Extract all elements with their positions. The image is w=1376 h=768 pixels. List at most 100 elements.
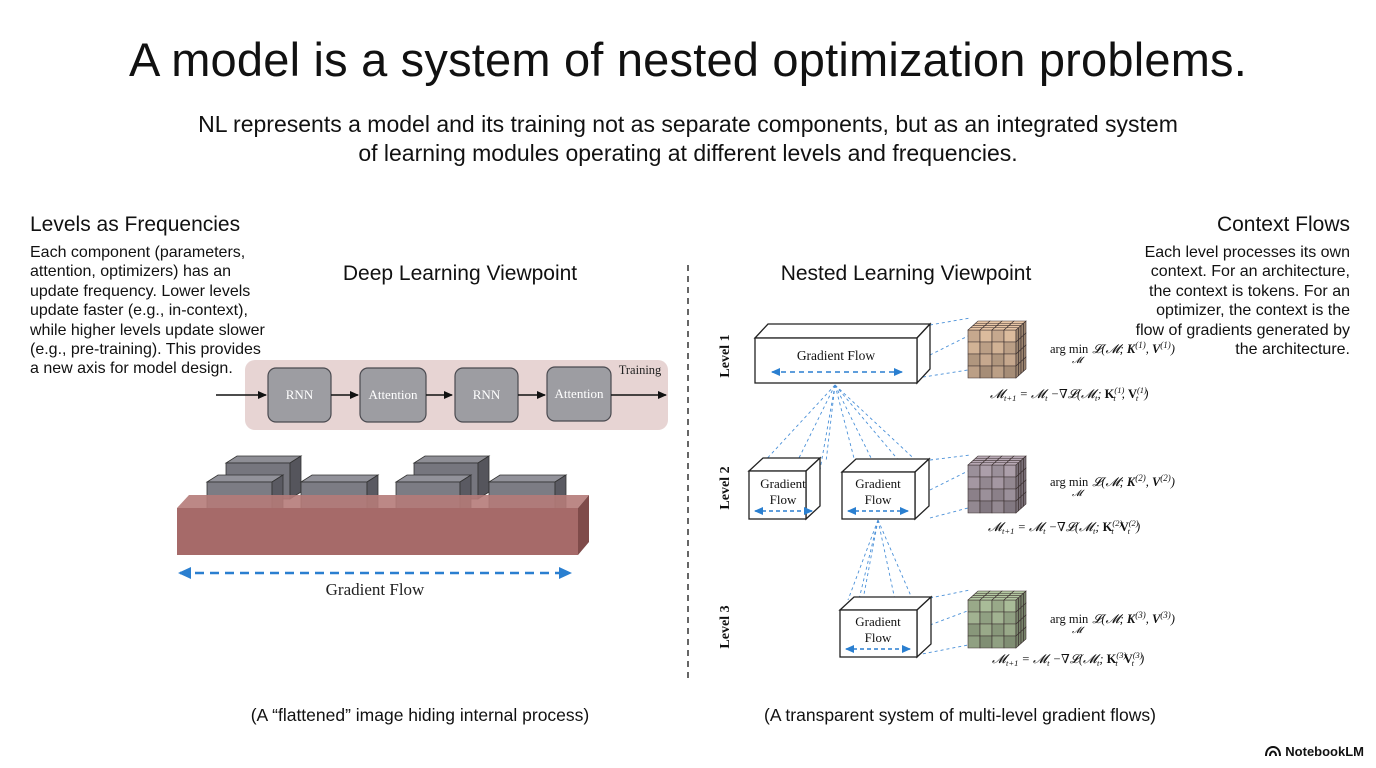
sub-text: t	[1093, 526, 1096, 536]
cube-cell	[979, 365, 993, 379]
cube-cell	[979, 500, 993, 514]
left-panel-body: Each component (parameters, attention, o…	[30, 244, 265, 378]
eq-text: = 𝓜	[1016, 387, 1049, 401]
cube-cell	[991, 635, 1005, 649]
level-2-argmin-sub: 𝓜	[1072, 488, 1085, 498]
argmin-text: arg min	[1050, 475, 1089, 489]
sub-text: t	[1097, 658, 1100, 668]
cube-cell	[1003, 329, 1017, 343]
cube-cell	[967, 329, 981, 343]
cube-cell	[1023, 356, 1027, 372]
sup-text: (2)	[1129, 518, 1139, 528]
brand-mark: NotebookLM	[1265, 744, 1364, 759]
k-text: K	[1105, 387, 1115, 401]
eq-text: = 𝓜	[1018, 652, 1051, 666]
cube-cell	[979, 488, 993, 502]
sep-text: ,	[1122, 387, 1128, 401]
training-label: Training	[619, 363, 662, 377]
cube-cell	[1003, 599, 1017, 613]
cube-cell	[967, 599, 981, 613]
cube-cell	[967, 341, 981, 355]
sup-text: (2)	[1112, 518, 1122, 528]
flattened-stack: Gradient Flow	[177, 455, 589, 599]
cube-cell	[967, 500, 981, 514]
sub-text: t	[1095, 393, 1098, 403]
cube-cell	[991, 500, 1005, 514]
v-text: V	[1124, 652, 1133, 666]
cube-cell	[1015, 498, 1019, 514]
v-text: V	[1120, 520, 1129, 534]
k-text: K	[1126, 342, 1137, 356]
k-text: K	[1107, 652, 1117, 666]
cube-cell	[979, 476, 993, 490]
cube-cell	[979, 611, 993, 625]
cube-cell	[1023, 626, 1027, 642]
cube-cell	[1003, 635, 1017, 649]
sep-text: ,	[1146, 612, 1152, 626]
cube-cell	[1020, 628, 1024, 645]
sup-text: (1)	[1160, 340, 1171, 350]
cube-cell	[967, 623, 981, 637]
grad-text: −∇𝓛(𝓜	[1045, 520, 1097, 534]
cube-cell	[991, 329, 1005, 343]
k-text: K	[1103, 520, 1113, 534]
sup-text: (1)	[1114, 385, 1124, 395]
training-pipeline: Training RNN Attention RNN Attention	[216, 360, 668, 430]
v-text: V	[1152, 342, 1162, 356]
sub-text: t	[1115, 658, 1118, 668]
argmin-text: arg min	[1050, 612, 1089, 626]
cube-cell	[979, 341, 993, 355]
sub-text: t	[1047, 658, 1050, 668]
sub-text: t	[1045, 393, 1048, 403]
notebooklm-logo-icon	[1265, 746, 1282, 757]
level-1-argmin-sub: 𝓜	[1072, 355, 1085, 365]
level-1-label: Level 1	[718, 334, 733, 377]
sup-text: (2)	[1160, 473, 1171, 483]
cube-cell	[979, 464, 993, 478]
cube-cell	[1003, 500, 1017, 514]
cube-cell	[1003, 341, 1017, 355]
page-subtitle: NL represents a model and its training n…	[198, 111, 1178, 166]
cube-cell	[1020, 358, 1024, 375]
cube-cell	[979, 329, 993, 343]
eq-text: = 𝓜	[1014, 520, 1047, 534]
memory-cubes	[967, 320, 1027, 649]
grad-text: −∇𝓛(𝓜	[1049, 652, 1101, 666]
level-1-memory-cube	[967, 320, 1027, 379]
level-3-box-line: Gradient	[855, 614, 901, 629]
v-text: V	[1152, 475, 1162, 489]
cube-cell	[1015, 363, 1019, 379]
cube-cell	[967, 488, 981, 502]
level-3-label: Level 3	[718, 605, 733, 648]
sep-text: ;	[1095, 520, 1102, 534]
level-2-box-b-line: Gradient	[855, 476, 901, 491]
cube-cell	[1018, 495, 1022, 512]
slab-side	[578, 495, 589, 555]
cube-cell	[967, 635, 981, 649]
cube-cell	[1003, 623, 1017, 637]
cube-cell	[991, 488, 1005, 502]
sub-text: t+1	[1006, 658, 1018, 668]
page-title: A model is a system of nested optimizati…	[128, 33, 1248, 86]
close-text: )	[1170, 342, 1175, 356]
sub-text: t	[1136, 393, 1139, 403]
k-text: K	[1126, 612, 1137, 626]
level-1-gradient-box: Gradient Flow	[753, 322, 932, 385]
sub-text: t	[1128, 526, 1131, 536]
attention-block-1-label: Attention	[368, 387, 418, 402]
sub-text: t+1	[1004, 393, 1016, 403]
cube-cell	[1003, 464, 1017, 478]
cube-cell	[991, 365, 1005, 379]
deep-learning-title: Deep Learning Viewpoint	[342, 262, 578, 285]
cube-cell	[991, 341, 1005, 355]
cube-cell	[991, 611, 1005, 625]
cube-cell	[979, 623, 993, 637]
argmin-text: arg min	[1050, 342, 1089, 356]
